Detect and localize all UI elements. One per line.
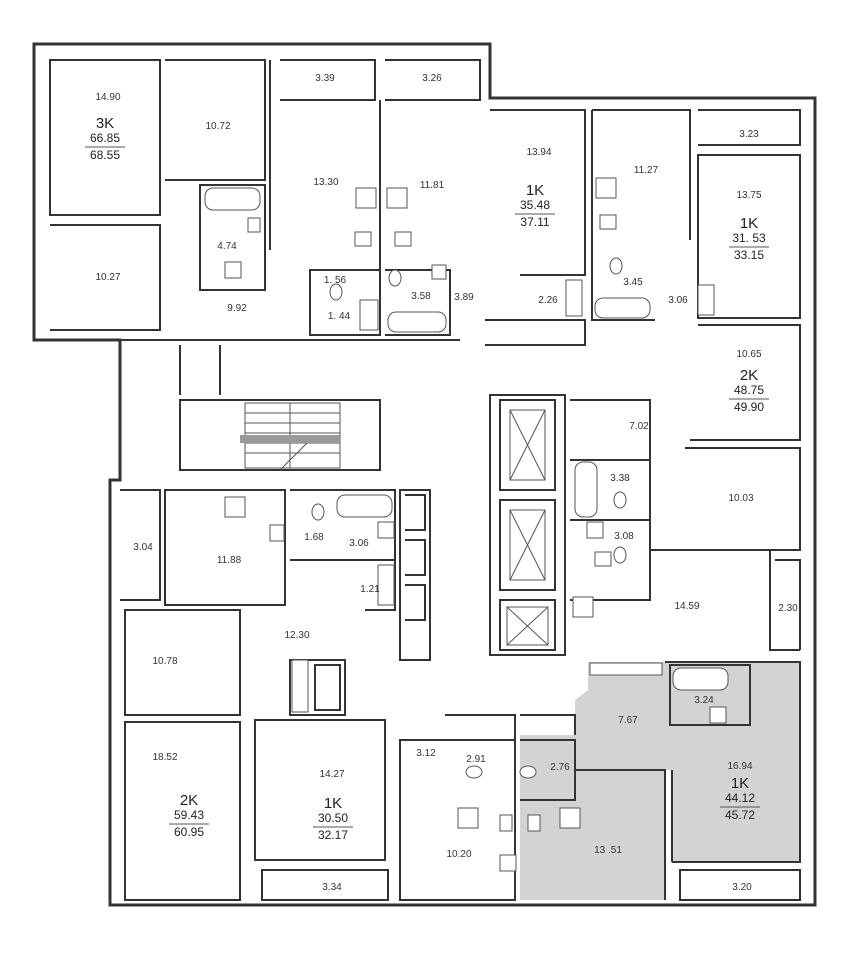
room-area: 10.78 (152, 656, 177, 667)
outer-walls (32, 42, 817, 907)
apartment-total-area: 33.15 (734, 248, 764, 262)
room-area: 10.03 (728, 493, 753, 504)
room-area: 1.68 (304, 532, 324, 543)
room-area: 3.39 (315, 73, 335, 84)
room-area: 7.67 (618, 715, 638, 726)
room-area: 2.76 (550, 762, 570, 773)
apartment-type: 1K (324, 795, 342, 812)
room-area: 2.26 (538, 295, 558, 306)
apartment-total-area: 60.95 (174, 825, 204, 839)
room-area: 3.08 (614, 531, 634, 542)
room-area: 14.59 (674, 601, 699, 612)
apartment-type: 1K (526, 182, 544, 199)
apartment-type: 2K (180, 792, 198, 809)
apartment-living-area: 44.12 (725, 791, 755, 805)
room-area: 3.12 (416, 748, 436, 759)
room-area: 3.20 (732, 882, 752, 893)
apartment-label: 1K 30.50 32.17 (313, 795, 353, 842)
stove-icon (224, 177, 617, 829)
room-area: 10.72 (205, 121, 230, 132)
room-area: 13.75 (736, 190, 761, 201)
interior-walls (49, 59, 801, 901)
stairs-icon (240, 402, 341, 471)
apartment-label: 3K 66.85 68.55 (85, 115, 125, 162)
room-area: 13 .51 (594, 845, 622, 856)
apartment-type: 3K (96, 115, 114, 132)
room-area: 10.20 (446, 849, 471, 860)
apartment-total-area: 45.72 (725, 808, 755, 822)
apartment-type: 1K (740, 215, 758, 232)
apartment-label: 2K 59.43 60.95 (169, 792, 209, 839)
room-area: 11.27 (634, 165, 659, 176)
room-area: 1. 56 (324, 275, 347, 286)
room-area: 3.34 (322, 882, 342, 893)
sink-icon (247, 214, 617, 832)
toilet-icon (311, 257, 627, 779)
apartment-label: 1K 35.48 37.11 (515, 182, 555, 229)
room-area: 16.94 (727, 761, 752, 772)
room-area: 3.23 (739, 129, 759, 140)
room-area: 1.21 (360, 584, 380, 595)
room-area: 12.30 (284, 630, 309, 641)
apartment-total-area: 68.55 (90, 148, 120, 162)
selected-apartment-highlight (520, 662, 800, 900)
apartment-label: 1K 31. 53 33.15 (729, 215, 769, 262)
apartment-label: 2K 48.75 49.90 (729, 367, 769, 414)
bathtub-icon (204, 187, 729, 691)
apartment-type: 2K (740, 367, 758, 384)
room-area-labels: 14.90 10.72 10.27 4.74 9.92 3.39 3.26 13… (95, 73, 798, 893)
room-area: 13.30 (313, 177, 338, 188)
room-area: 2.30 (778, 603, 798, 614)
room-area: 11.81 (420, 180, 445, 191)
room-area: 11.88 (217, 555, 242, 566)
room-area: 10.65 (736, 349, 761, 360)
room-area: 3.89 (454, 292, 474, 303)
room-area: 1. 44 (328, 311, 351, 322)
room-area: 3.04 (133, 542, 153, 553)
apartment-type: 1K (731, 775, 749, 792)
apartment-total-area: 32.17 (318, 828, 348, 842)
apartment-living-area: 30.50 (318, 811, 348, 825)
room-area: 7.02 (629, 421, 649, 432)
apartment-living-area: 59.43 (174, 808, 204, 822)
room-area: 14.27 (319, 769, 344, 780)
room-area: 3.26 (422, 73, 442, 84)
room-area: 3.24 (694, 695, 714, 706)
room-area: 18.52 (152, 752, 177, 763)
elevator-icon (506, 409, 549, 646)
apartment-living-area: 66.85 (90, 131, 120, 145)
apartment-total-area: 37.11 (520, 215, 549, 229)
room-area: 13.94 (526, 147, 551, 158)
room-area: 3.38 (610, 473, 630, 484)
apartment-label: 1K 44.12 45.72 (720, 775, 760, 822)
apartment-living-area: 48.75 (734, 383, 764, 397)
room-area: 3.58 (411, 291, 431, 302)
room-area: 3.06 (668, 295, 688, 306)
apartment-living-area: 31. 53 (732, 231, 766, 245)
room-area: 3.45 (623, 277, 643, 288)
apartment-total-area: 49.90 (734, 400, 764, 414)
apartment-living-area: 35.48 (520, 198, 550, 212)
room-area: 10.27 (95, 272, 120, 283)
room-area: 9.92 (227, 303, 247, 314)
room-area: 14.90 (95, 92, 120, 103)
radiator-icon (291, 279, 715, 713)
washer-icon (224, 261, 727, 872)
room-area: 3.06 (349, 538, 369, 549)
room-area: 2.91 (466, 754, 486, 765)
room-area: 4.74 (217, 241, 237, 252)
apartment-labels: 3K 66.85 68.55 1K 35.48 37.11 1K 31. 53 … (85, 115, 769, 842)
